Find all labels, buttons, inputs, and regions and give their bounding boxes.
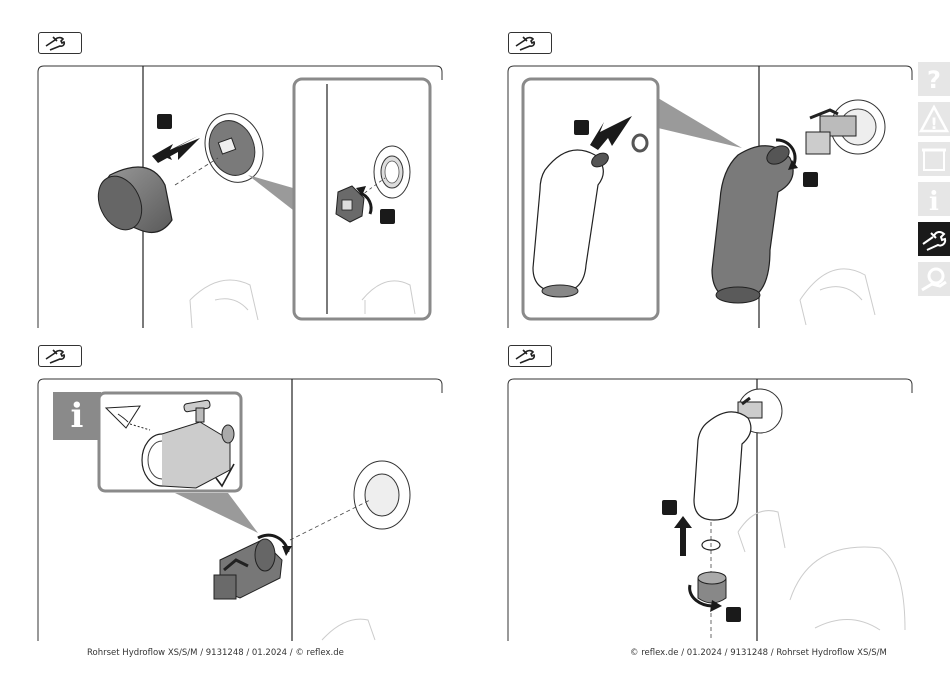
info-letter: i <box>63 392 91 440</box>
panel-step-3 <box>38 379 442 641</box>
installation-icon <box>918 222 950 256</box>
panel-step-2 <box>508 66 912 328</box>
warning-icon: ! <box>918 102 950 136</box>
panel-step-4 <box>508 379 912 641</box>
box-icon <box>918 142 950 176</box>
side-tab-installation[interactable] <box>918 222 950 256</box>
side-tab-contents[interactable] <box>918 142 950 176</box>
svg-text:i: i <box>929 187 939 216</box>
svg-text:?: ? <box>927 66 941 94</box>
footer-left: Rohrset Hydroflow XS/S/M / 9131248 / 01.… <box>87 648 344 658</box>
side-tab-maintenance[interactable] <box>918 262 950 296</box>
question-icon: ? <box>918 62 950 96</box>
maintenance-icon <box>918 262 950 296</box>
panel-step-1 <box>38 66 442 328</box>
side-tab-info[interactable]: i <box>918 182 950 216</box>
side-tab-help[interactable]: ? <box>918 62 950 96</box>
side-tab-safety[interactable]: ! <box>918 102 950 136</box>
footer-right: © reflex.de / 01.2024 / 9131248 / Rohrse… <box>630 648 887 658</box>
svg-text:!: ! <box>930 114 937 133</box>
info-icon: i <box>918 182 950 216</box>
